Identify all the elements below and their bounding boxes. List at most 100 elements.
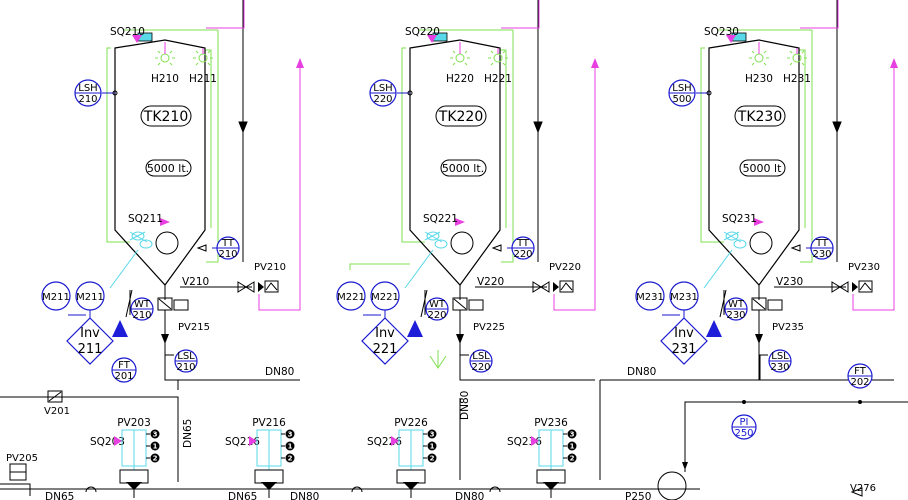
drain-valve-label: PV210 (254, 262, 286, 273)
tank-name: TK230 (737, 109, 782, 125)
level-high-instrument-tag: LSH (672, 83, 691, 94)
level-low-instrument-num: 230 (770, 362, 789, 373)
flow-transmitter-202-num: 202 (850, 377, 869, 388)
mixer-motors: M231 M231 (635, 281, 699, 311)
pipe-label-dn65-bottom-a: DN65 (45, 491, 74, 500)
weight-instrument-tag: WT (728, 299, 745, 310)
level-high-instrument-num: 220 (373, 94, 392, 105)
level-high-instrument-num: 500 (672, 94, 691, 105)
level-low-instrument-tag: LSL (177, 351, 195, 362)
weight-instrument-num: 210 (132, 310, 151, 321)
sensor-bottom-label: SQ221 (423, 213, 458, 225)
tank-capacity: 5000 lt. (442, 162, 484, 175)
outlet-valve-label: V230 (776, 276, 803, 288)
tank-unit-tk230 (662, 0, 898, 381)
position-marker: 2 (570, 455, 575, 463)
weight-instrument-num: 220 (427, 310, 446, 321)
weight-instrument-num: 230 (726, 310, 745, 321)
position-marker: 3 (430, 431, 435, 439)
tank-name: TK210 (143, 109, 188, 125)
inverter-tag: Inv (375, 326, 395, 341)
mixer-a-label: M211 (42, 292, 70, 303)
position-marker: 2 (430, 455, 435, 463)
level-low-instrument-tag: LSL (771, 351, 789, 362)
tank-unit-tk220 (363, 0, 599, 381)
inverter-tag: Inv (674, 326, 694, 341)
sensor-bottom-label: SQ211 (128, 213, 163, 225)
position-marker: 3 (153, 431, 158, 439)
level-high-instrument-tag: LSH (373, 83, 392, 94)
pipe-label-p250: P250 (625, 491, 651, 500)
heater-b-label: H211 (189, 73, 217, 85)
pipe-label-dn65-bottom-b: DN65 (228, 491, 257, 500)
heater-a-label: H220 (446, 73, 474, 85)
position-marker: 1 (430, 443, 435, 451)
pipe-label-dn80-a: DN80 (265, 366, 294, 378)
sensor-top-label: SQ230 (704, 26, 739, 38)
pipe-label-dn80-b: DN80 (627, 366, 656, 378)
level-low-instrument-tag: LSL (472, 351, 490, 362)
level-high-instrument-num: 210 (78, 94, 97, 105)
tank-unit-tk210 (68, 0, 304, 381)
pressure-indicator-250-tag: PI (740, 417, 749, 428)
sensor-bottom-label: SQ231 (722, 213, 757, 225)
valve-block-label: PV236 (534, 417, 568, 429)
weight-instrument-tag: WT (134, 299, 151, 310)
mixer-motors: M221 M221 (336, 281, 400, 311)
inverter-tag: Inv (80, 326, 100, 341)
mixer-b-label: M231 (670, 292, 698, 303)
position-marker: 1 (288, 443, 293, 451)
weight-instrument-tag: WT (429, 299, 446, 310)
temperature-instrument-num: 230 (812, 249, 831, 260)
position-marker: 1 (153, 443, 158, 451)
valve-block-label: PV226 (394, 417, 428, 429)
flow-transmitter-201-tag: FT (118, 360, 131, 371)
flow-transmitter-202-tag: FT (854, 366, 867, 377)
mixer-a-label: M231 (636, 292, 664, 303)
inverter-num: 211 (78, 342, 103, 357)
inverter-num: 231 (672, 342, 697, 357)
tank-capacity: 5000 lt (743, 162, 783, 175)
mixer-b-label: M221 (371, 292, 399, 303)
heater-b-label: H221 (484, 73, 512, 85)
pipe-label-dn80-bottom-a: DN80 (290, 491, 319, 500)
temperature-instrument-tag: TT (516, 238, 530, 249)
pipe-label-dn80-bottom-b: DN80 (455, 491, 484, 500)
valve-v201-label: V201 (44, 406, 70, 417)
drain-valve-label: PV220 (549, 262, 581, 273)
valve-pv205-label: PV205 (6, 453, 38, 464)
outlet-pv-label: PV225 (473, 322, 505, 333)
pressure-indicator-250-num: 250 (734, 428, 753, 439)
heater-b-label: H231 (783, 73, 811, 85)
level-low-instrument-num: 220 (471, 362, 490, 373)
position-marker: 2 (153, 455, 158, 463)
valve-block-label: PV203 (117, 417, 151, 429)
outlet-valve-label: V210 (182, 276, 209, 288)
sensor-top-label: SQ210 (110, 26, 145, 38)
position-marker: 3 (570, 431, 575, 439)
heater-a-label: H210 (151, 73, 179, 85)
mixer-a-label: M221 (337, 292, 365, 303)
tank-name: TK220 (438, 109, 483, 125)
level-low-instrument-num: 210 (176, 362, 195, 373)
flow-transmitter-201-num: 201 (114, 371, 133, 382)
mixer-b-label: M211 (76, 292, 104, 303)
position-marker: 3 (288, 431, 293, 439)
valve-v276-label: V276 (850, 483, 876, 494)
inverter-num: 221 (373, 342, 398, 357)
